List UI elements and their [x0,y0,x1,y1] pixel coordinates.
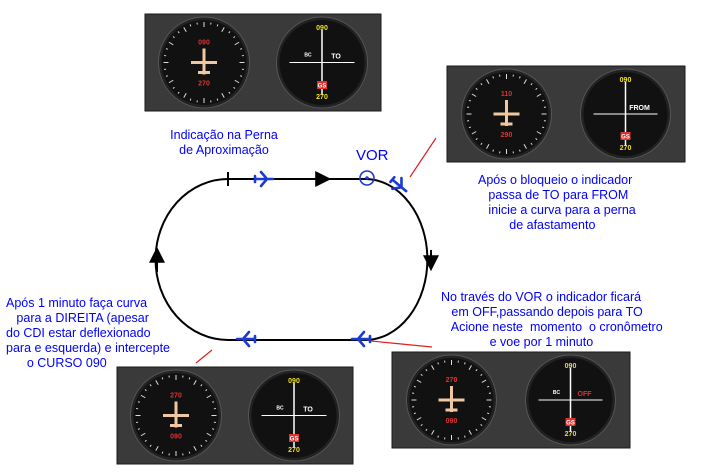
hsi-bc-label: BC [276,406,284,412]
hsi-gs-flag: GS [290,437,299,443]
adf-tail-value: 290 [501,132,513,139]
aircraft-abeam-icon [350,330,372,348]
vor-symbol [359,170,375,186]
hsi-top-value: 090 [620,77,632,84]
instrument-panel-right: 110 290 090 270 GS FROM [446,65,686,163]
hsi-to-from-flag: TO [303,407,313,414]
approach-leg-label: Indicação na Perna de Aproximação [170,128,278,157]
hsi-gs-flag: GS [566,421,575,427]
hsi-bottom-value: 270 [316,94,328,101]
aircraft-inbound-icon [253,170,275,188]
hsi-top-value: 090 [316,25,328,32]
after-station-label: Após o bloqueio o indicador passa de TO … [478,173,636,232]
hsi-top-value: 090 [288,378,300,385]
hsi-to-from-flag: TO [331,54,341,61]
hsi-gs-flag: GS [318,84,327,90]
hsi-bc-label: BC [304,53,312,59]
racetrack [154,178,429,341]
adf-tail-value: 090 [446,418,458,425]
leader-lines [195,137,437,364]
hsi-bottom-value: 270 [288,447,300,454]
hsi-gs-flag: GS [621,135,630,141]
adf-tail-value: 090 [170,434,182,441]
vor-label: VOR [356,147,389,164]
track-arrows [149,171,439,272]
hsi-to-from-flag: OFF [578,391,593,398]
adf-heading-value: 270 [170,393,182,400]
adf-heading-value: 110 [501,91,512,98]
adf-tail-value: 270 [198,81,210,88]
hsi-bottom-value: 270 [565,431,577,438]
hsi-to-from-flag: FROM [629,105,650,112]
hsi-bottom-value: 270 [620,145,632,152]
adf-heading-value: 090 [198,40,210,47]
adf-heading-value: 270 [446,377,458,384]
after-minute-label: Após 1 minuto faça curva para a DIREITA … [6,296,170,370]
instrument-panel-top: 090 270 090 270 GS TO BC [144,13,382,112]
hsi-bc-label: BC [553,390,561,396]
hsi-top-value: 090 [565,363,577,370]
right-turn [364,178,429,341]
abeam-label: No través do VOR o indicador ficará em O… [441,290,663,349]
aircraft-outbound-icon [235,330,257,348]
